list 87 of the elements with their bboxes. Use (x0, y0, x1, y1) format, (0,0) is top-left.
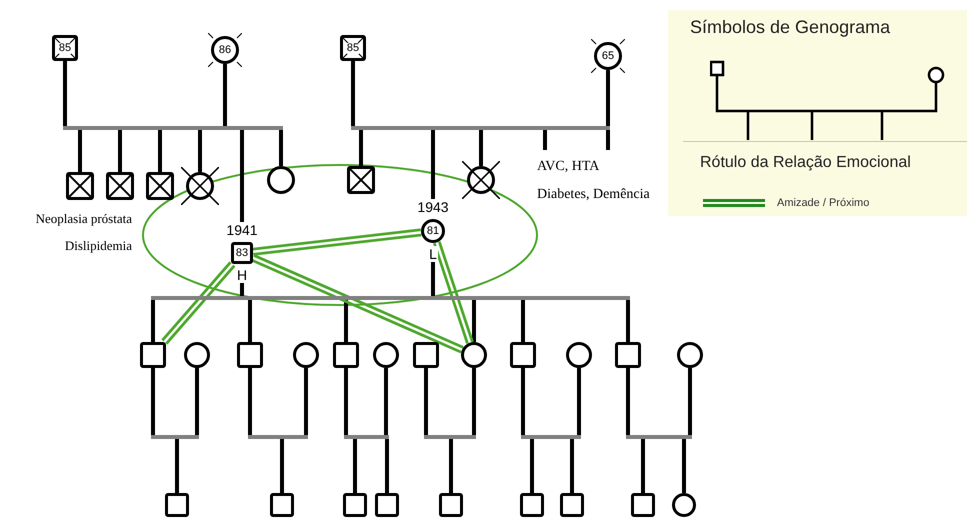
family-line (626, 368, 630, 435)
family-line (449, 439, 453, 493)
family-line (577, 368, 581, 435)
family-line (240, 283, 244, 296)
family-line (570, 439, 574, 493)
family-line (424, 368, 428, 435)
age-number: 83 (236, 248, 248, 258)
family-line (530, 439, 534, 493)
sibship-bar (626, 435, 692, 439)
sibship-bar (151, 435, 199, 439)
family-line (431, 262, 435, 296)
family-line (385, 439, 389, 493)
family-line (280, 439, 284, 493)
family-line (344, 300, 348, 342)
age-number: 81 (426, 226, 440, 236)
family-line (384, 368, 388, 435)
male-square (439, 493, 463, 517)
age-number: 65 (602, 50, 614, 62)
birth-year: 1943 (417, 199, 449, 215)
person-initial: H (236, 267, 248, 283)
family-line (521, 368, 525, 435)
family-line (344, 368, 348, 435)
family-line (158, 130, 162, 172)
family-line (353, 439, 357, 493)
birth-year: 1941 (226, 222, 258, 238)
family-line (521, 300, 525, 342)
family-line (472, 300, 476, 342)
family-line (78, 130, 82, 172)
male-square (413, 342, 439, 368)
family-line (248, 368, 252, 435)
legend-heading: Rótulo da Relação Emocional (700, 153, 911, 173)
family-line (248, 300, 252, 342)
male-square (237, 342, 263, 368)
annotation-text: AVC, HTA (537, 158, 600, 176)
family-line (431, 130, 435, 199)
family-line (359, 130, 363, 166)
family-line (682, 439, 686, 493)
male-square (343, 493, 367, 517)
annotation-text: Neoplasia próstata (34, 211, 132, 228)
male-square (520, 493, 544, 517)
family-line (198, 130, 202, 172)
family-line (688, 368, 692, 435)
male-square (333, 342, 359, 368)
sibship-bar (63, 126, 283, 130)
age-number: 85 (58, 42, 72, 54)
sibship-bar (344, 435, 389, 439)
relationship-double-line (252, 228, 422, 256)
family-line (304, 368, 308, 435)
male-square (615, 342, 641, 368)
sibship-bar (248, 435, 308, 439)
family-line (626, 300, 630, 342)
family-line (195, 368, 199, 435)
person-initial: L (428, 246, 438, 262)
family-line (351, 61, 355, 126)
family-line (472, 368, 476, 435)
annotation-text: Diabetes, Demência (537, 186, 650, 204)
sibship-bar (351, 126, 610, 130)
family-line (606, 130, 610, 150)
legend-heading: Símbolos de Genograma (690, 16, 890, 38)
family-line (641, 439, 645, 493)
family-line (543, 130, 547, 150)
male-square (165, 493, 189, 517)
annotation-text: Dislipidemia (64, 238, 132, 254)
male-square (510, 342, 536, 368)
age-number: 86 (218, 44, 232, 56)
sibship-bar (521, 435, 581, 439)
sibship-bar (424, 435, 476, 439)
sibship-bar (151, 296, 630, 300)
male-square (270, 493, 294, 517)
family-line (63, 61, 67, 126)
male-square (140, 342, 166, 368)
relationship-double-line (432, 241, 474, 344)
male-square (631, 493, 655, 517)
male-square (560, 493, 584, 517)
family-line (606, 70, 610, 126)
family-line (479, 130, 483, 166)
family-line (223, 64, 227, 126)
legend-text: Amizade / Próximo (777, 196, 870, 211)
family-line (151, 300, 155, 342)
male-square (375, 493, 399, 517)
family-line (151, 368, 155, 435)
age-number: 85 (346, 42, 360, 54)
family-line (175, 439, 179, 493)
relationship-double-line (161, 261, 236, 345)
family-line (240, 130, 244, 222)
family-line (118, 130, 122, 172)
family-line (279, 130, 283, 166)
